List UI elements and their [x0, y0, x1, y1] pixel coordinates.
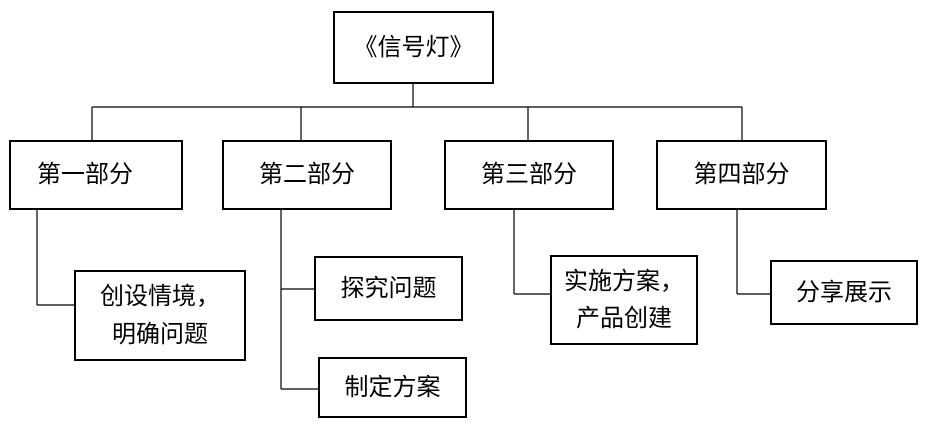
root-node-label: 《信号灯》	[353, 32, 474, 61]
part-node-4-label: 第四部分	[693, 160, 790, 189]
part-node-2-label: 第二部分	[259, 160, 355, 189]
child-node-3-1-line-1: 实施方案，	[564, 266, 684, 295]
child-node-2-1-label: 探究问题	[340, 273, 437, 302]
child-node-3-1: 实施方案， 产品创建	[550, 255, 698, 345]
child-node-4-1-label: 分享展示	[796, 277, 892, 306]
part-node-4: 第四部分	[656, 140, 827, 210]
root-node: 《信号灯》	[333, 11, 494, 84]
part-node-1: 第一部分	[9, 140, 183, 210]
child-node-3-1-line-2: 产品创建	[576, 304, 672, 332]
part-node-3: 第三部分	[444, 140, 614, 210]
part-node-2: 第二部分	[222, 140, 392, 210]
part-node-1-label: 第一部分	[37, 160, 133, 189]
child-node-4-1: 分享展示	[770, 260, 918, 325]
child-node-2-2: 制定方案	[318, 357, 467, 418]
part-node-3-label: 第三部分	[481, 160, 577, 189]
child-node-2-2-label: 制定方案	[344, 372, 441, 401]
child-node-2-1: 探究问题	[314, 256, 463, 321]
child-node-1-1-line-1: 创设情境，	[100, 282, 220, 311]
child-node-1-1-line-2: 明确问题	[112, 319, 208, 348]
child-node-1-1: 创设情境， 明确问题	[74, 270, 246, 361]
